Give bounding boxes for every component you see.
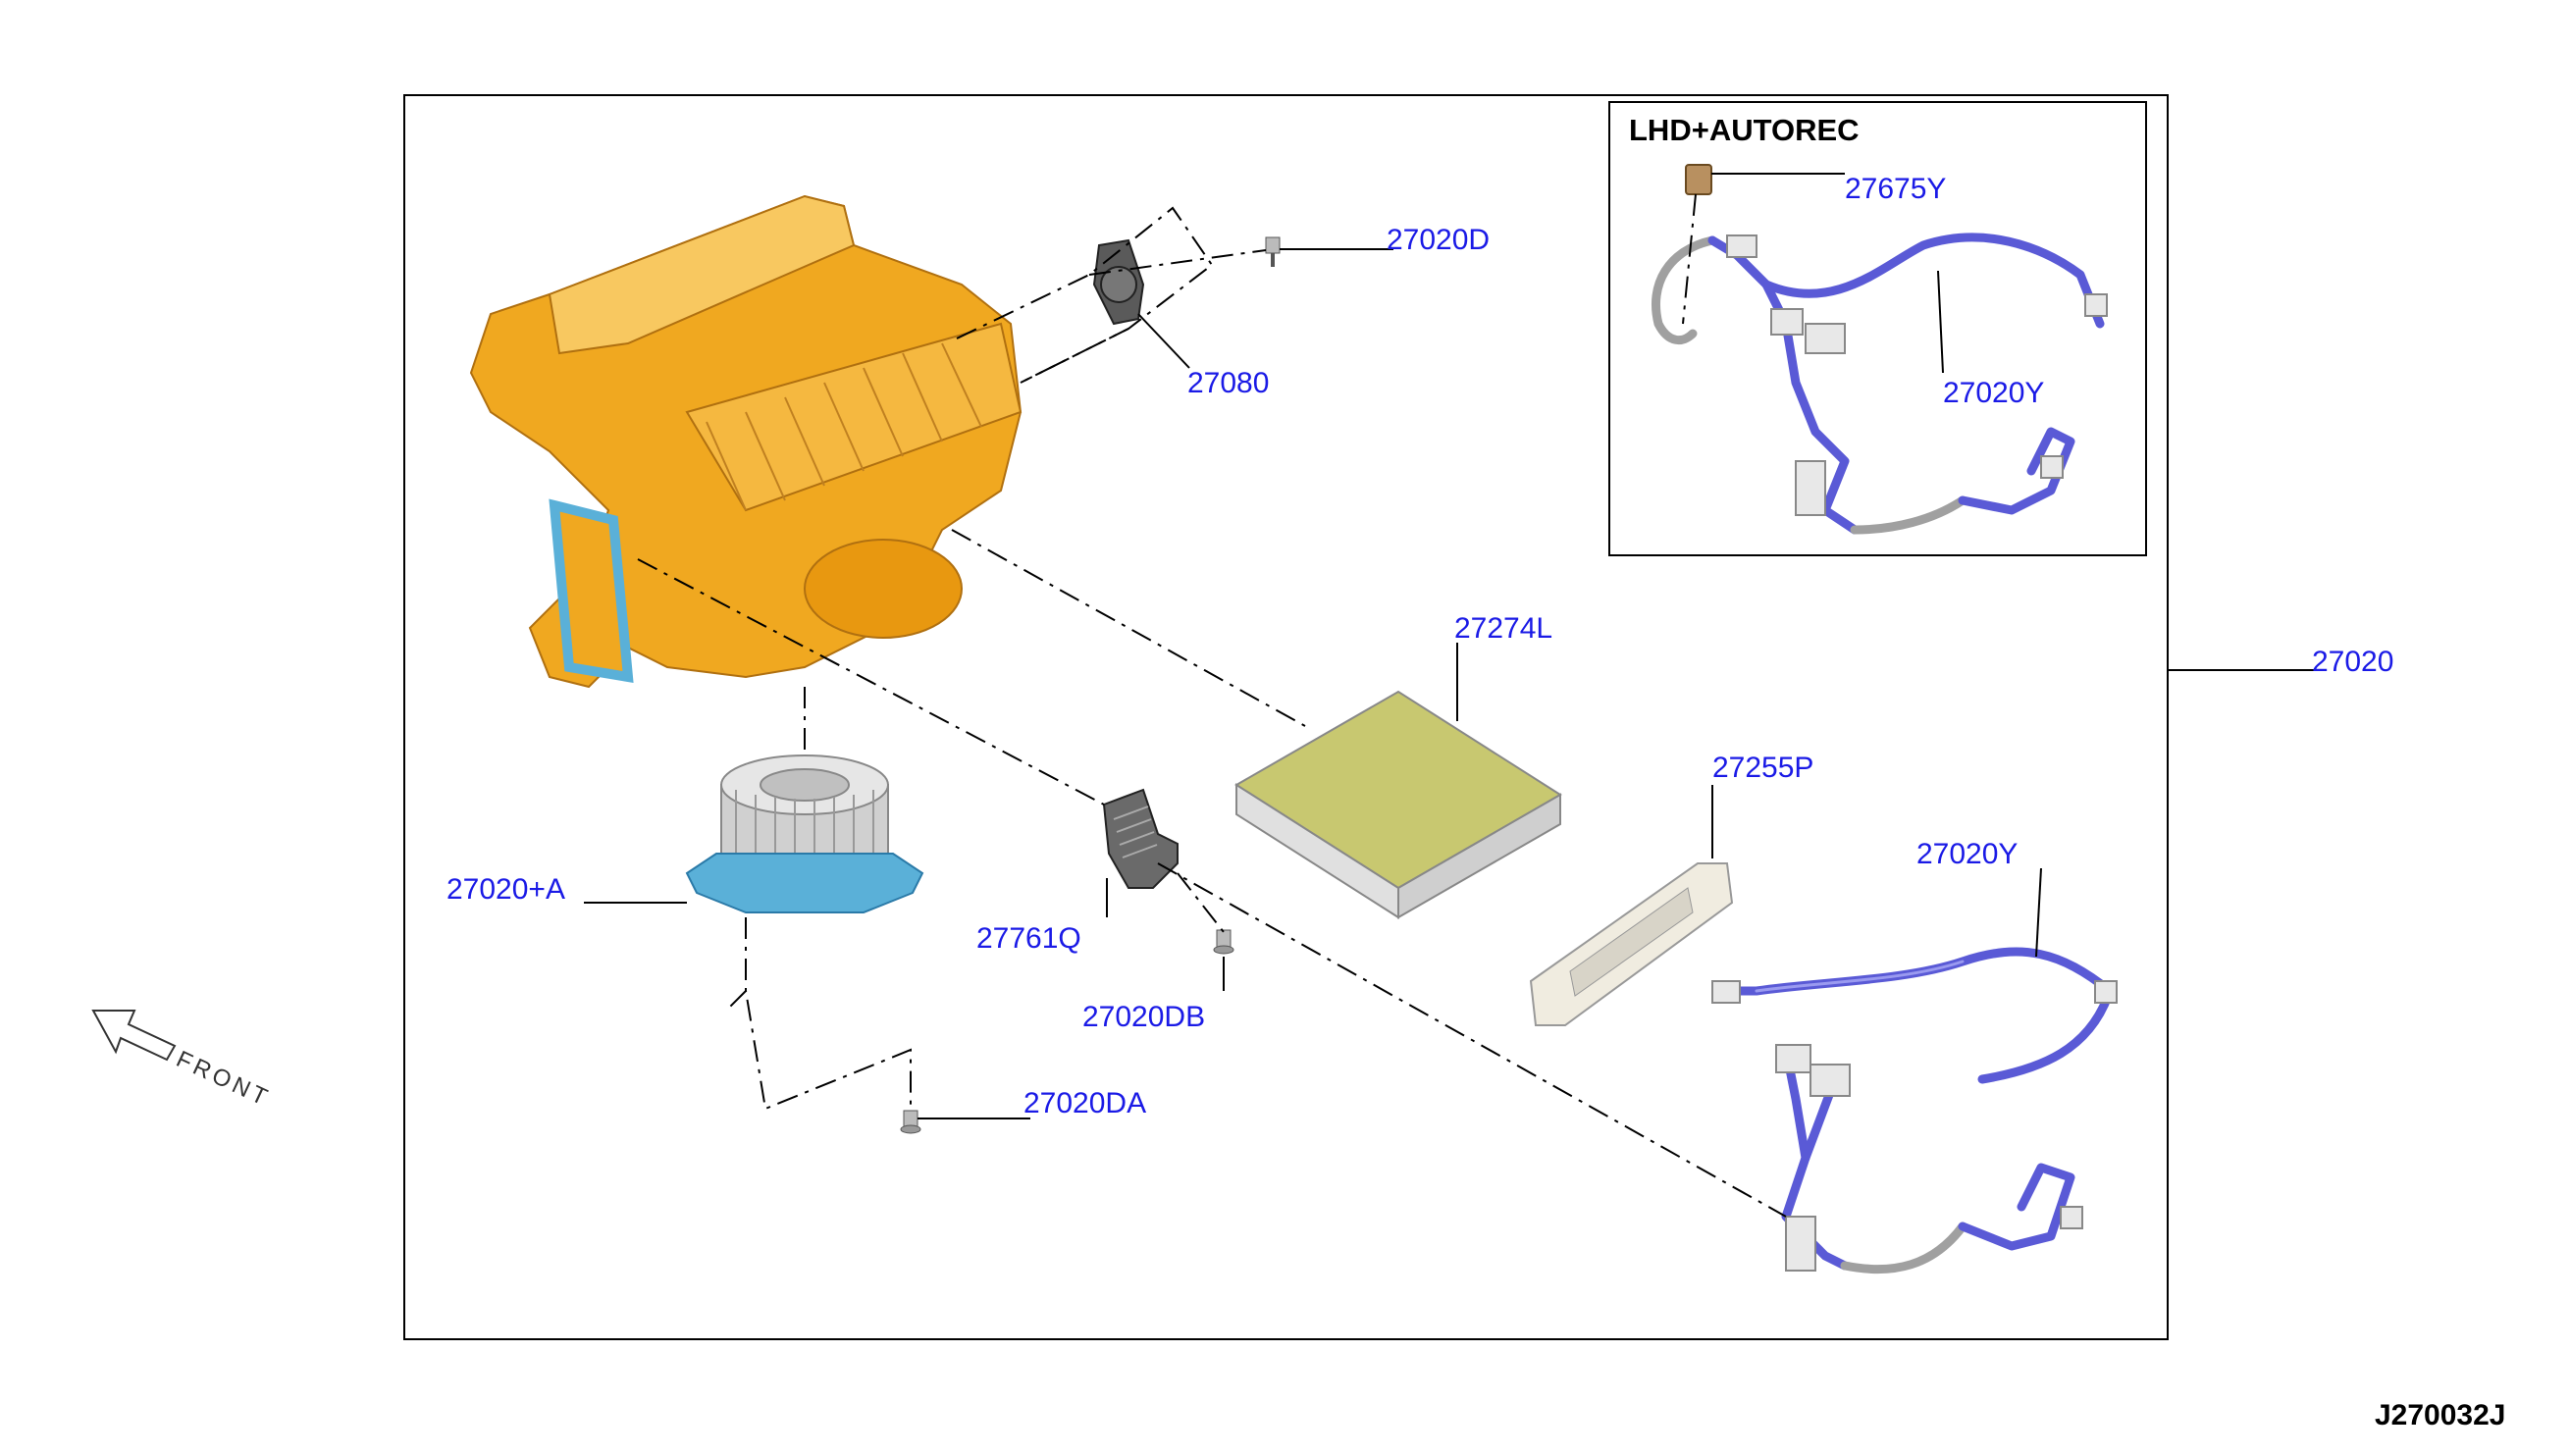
actuator-27080: [1092, 238, 1145, 326]
assembly-lines: [637, 206, 1787, 1218]
sensor-27675Y: [1682, 164, 1712, 325]
diagram-code: J270032J: [2375, 1399, 2505, 1431]
screw-27020DB: [1213, 929, 1234, 955]
inset-frame: [1608, 101, 2147, 556]
blower-housing: [469, 194, 1023, 689]
callout-27761Q: 27761Q: [976, 922, 1081, 955]
callout-27274L: 27274L: [1454, 612, 1552, 645]
callout-27020A: 27020+A: [446, 873, 565, 906]
wire-harness-main: [1711, 947, 2118, 1274]
main-frame: [403, 94, 2169, 1340]
callout-27020DA: 27020DA: [1023, 1087, 1146, 1119]
callout-27675Y: 27675Y: [1845, 173, 1946, 205]
callout-27080: 27080: [1187, 367, 1269, 399]
callout-27020DB: 27020DB: [1082, 1001, 1205, 1033]
blower-motor: [685, 754, 924, 913]
inset-title: LHD+AUTOREC: [1629, 113, 1860, 147]
resistor-27761Q: [1102, 788, 1179, 889]
filter-cover: [1529, 862, 1734, 1026]
wire-harness-inset: [1651, 233, 2108, 535]
callout-27020D: 27020D: [1387, 224, 1490, 256]
screw-27020D: [1265, 236, 1281, 267]
callout-27020: 27020: [2312, 646, 2393, 678]
screw-27020DA: [900, 1110, 921, 1134]
callout-27255P: 27255P: [1712, 752, 1813, 784]
cabin-filter: [1234, 690, 1562, 919]
callout-27020Y: 27020Y: [1916, 838, 2018, 870]
leader-lines: [584, 173, 2316, 1119]
front-arrow: FRONT: [91, 1010, 275, 1113]
callout-27020Y-inset: 27020Y: [1943, 377, 2044, 409]
front-label: FRONT: [172, 1046, 274, 1113]
intake-gasket: [549, 498, 634, 683]
